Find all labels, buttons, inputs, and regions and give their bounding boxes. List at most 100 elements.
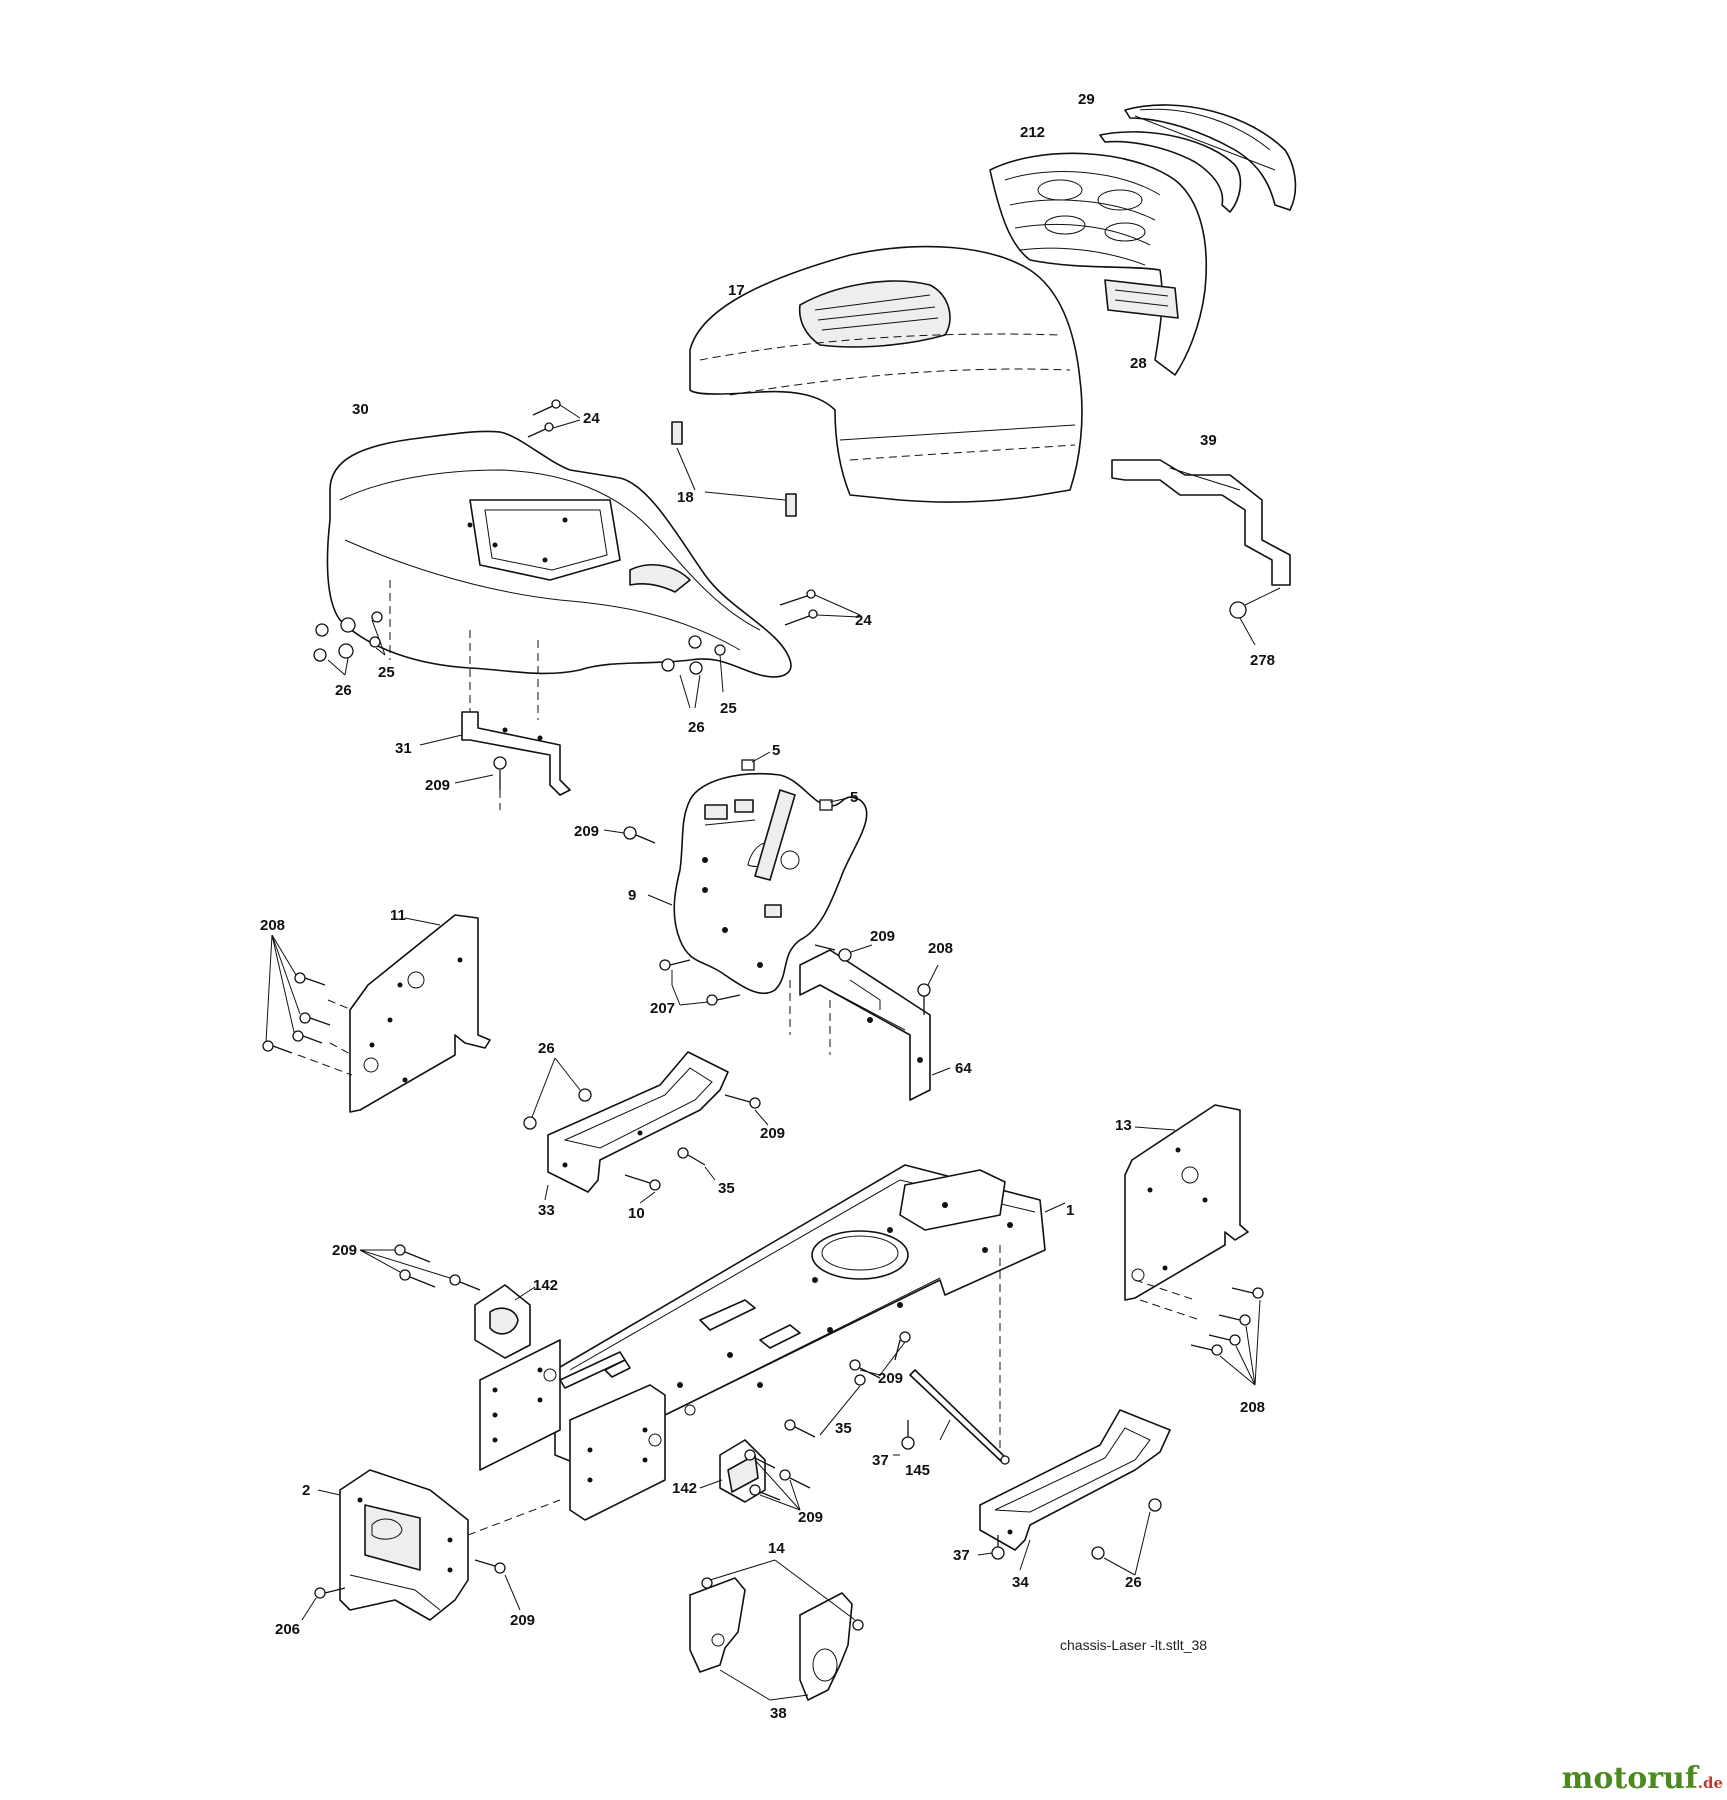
logo-tld: .de: [1697, 1774, 1723, 1792]
part-bolt-35-a: [677, 1147, 716, 1181]
callout-5-b: 5: [850, 789, 858, 806]
callout-labels: 29 212 17 28 30 24 18 39 24 278 26 2 5 26…: [260, 91, 1275, 1722]
part-grille-insert-28: [1104, 279, 1179, 319]
callout-35-b: 35: [835, 1420, 852, 1437]
part-bracket-39: [1111, 459, 1291, 586]
logo-text: motoruf: [1561, 1761, 1698, 1796]
part-bracket-142-left: [474, 1284, 536, 1359]
part-bolt-209-front: [474, 1559, 521, 1611]
part-side-plate-13: [1124, 1104, 1249, 1301]
part-mount-plate-center: [569, 1384, 666, 1521]
part-screws-209-right: [744, 1449, 811, 1511]
callout-64: 64: [955, 1060, 972, 1077]
callout-30: 30: [352, 401, 369, 418]
callout-278: 278: [1250, 652, 1275, 669]
part-side-plate-11: [349, 914, 491, 1113]
part-nuts-26-right: [1091, 1498, 1162, 1576]
part-screws-209-frame: [849, 1331, 911, 1379]
callout-24-b: 24: [855, 612, 872, 629]
part-frame-1: [554, 1164, 1066, 1466]
part-bolt-206: [301, 1587, 346, 1621]
part-grille-housing: [989, 152, 1208, 376]
part-bolts-24-top: [527, 399, 581, 438]
part-bracket-31: [419, 711, 571, 796]
callout-35-a: 35: [718, 1180, 735, 1197]
part-bolts-208-right: [1134, 1279, 1264, 1386]
part-nuts-washers-right: [661, 635, 726, 709]
callout-208-c: 208: [1240, 1399, 1265, 1416]
callout-209-c: 209: [870, 928, 895, 945]
part-bolts-35-b: [784, 1374, 866, 1438]
part-knob-5-a: [741, 751, 771, 771]
part-nuts-washers-left: [313, 611, 386, 676]
part-mount-plate-left: [479, 1339, 626, 1471]
callout-5-a: 5: [772, 742, 780, 759]
part-hood-17: [689, 245, 1083, 503]
callout-28: 28: [1130, 355, 1147, 372]
part-hood-trim-212: [1099, 131, 1242, 213]
callout-208-b: 208: [928, 940, 953, 957]
callout-212: 212: [1020, 124, 1045, 141]
part-dash-panel-9: [647, 772, 868, 995]
part-bolt-10: [624, 1174, 661, 1204]
part-pad-18: [671, 421, 797, 517]
callout-18: 18: [677, 489, 694, 506]
callout-209-h: 209: [510, 1612, 535, 1629]
callout-142-a: 142: [533, 1277, 558, 1294]
callout-206: 206: [275, 1621, 300, 1638]
callout-207: 207: [650, 1000, 675, 1017]
part-bracket-38-left: [689, 1577, 746, 1673]
part-screw-209-d: [724, 1094, 769, 1126]
callout-2: 2: [302, 1482, 310, 1499]
callout-14: 14: [768, 1540, 785, 1557]
part-bolts-208-left: [262, 934, 353, 1076]
part-screws-209-left: [359, 1244, 481, 1291]
part-bracket-64: [789, 949, 951, 1101]
callout-26-d: 26: [1125, 1574, 1142, 1591]
callout-10: 10: [628, 1205, 645, 1222]
part-fender-30: [326, 430, 792, 678]
callout-24-a: 24: [583, 410, 600, 427]
part-hood-trim-29: [1124, 104, 1297, 211]
callout-39: 39: [1200, 432, 1217, 449]
callout-209-e: 209: [332, 1242, 357, 1259]
part-footrest-33: [544, 1051, 729, 1201]
callout-26-b: 26: [688, 719, 705, 736]
part-screw-209-b: [603, 826, 656, 844]
part-knob-5-b: [819, 797, 849, 811]
part-bolt-37-b: [977, 1535, 1005, 1560]
motoruf-logo: motoruf.de: [1562, 1761, 1723, 1796]
callout-11: 11: [390, 907, 406, 924]
callout-37-a: 37: [872, 1452, 889, 1469]
callout-34: 34: [1012, 1574, 1029, 1591]
callout-33: 33: [538, 1202, 555, 1219]
part-screw-209-a: [454, 756, 507, 810]
part-bolt-208-a: [917, 964, 939, 1015]
callout-208-a: 208: [260, 917, 285, 934]
callout-37-b: 37: [953, 1547, 970, 1564]
part-screw-278: [1229, 587, 1281, 646]
part-front-bracket-2: [317, 1469, 561, 1621]
callout-9: 9: [628, 887, 636, 904]
callout-29: 29: [1078, 91, 1095, 108]
callout-142-b: 142: [672, 1480, 697, 1497]
callout-1: 1: [1066, 1202, 1074, 1219]
callout-38: 38: [770, 1705, 787, 1722]
part-screw-209-c: [814, 944, 873, 962]
callout-209-b: 209: [574, 823, 599, 840]
callout-209-a: 209: [425, 777, 450, 794]
part-footrest-34: [979, 1409, 1171, 1571]
part-nuts-26-mid: [523, 1057, 592, 1130]
part-rod-145: [909, 1369, 1010, 1465]
callout-145: 145: [905, 1462, 930, 1479]
part-bolt-37-a: [893, 1420, 915, 1456]
callout-17: 17: [728, 282, 745, 299]
callout-209-f: 209: [878, 1370, 903, 1387]
callout-26-a: 26: [335, 682, 352, 699]
callout-31: 31: [395, 740, 412, 757]
callout-209-d: 209: [760, 1125, 785, 1142]
callout-26-c: 26: [538, 1040, 555, 1057]
part-screws-207: [659, 959, 741, 1006]
